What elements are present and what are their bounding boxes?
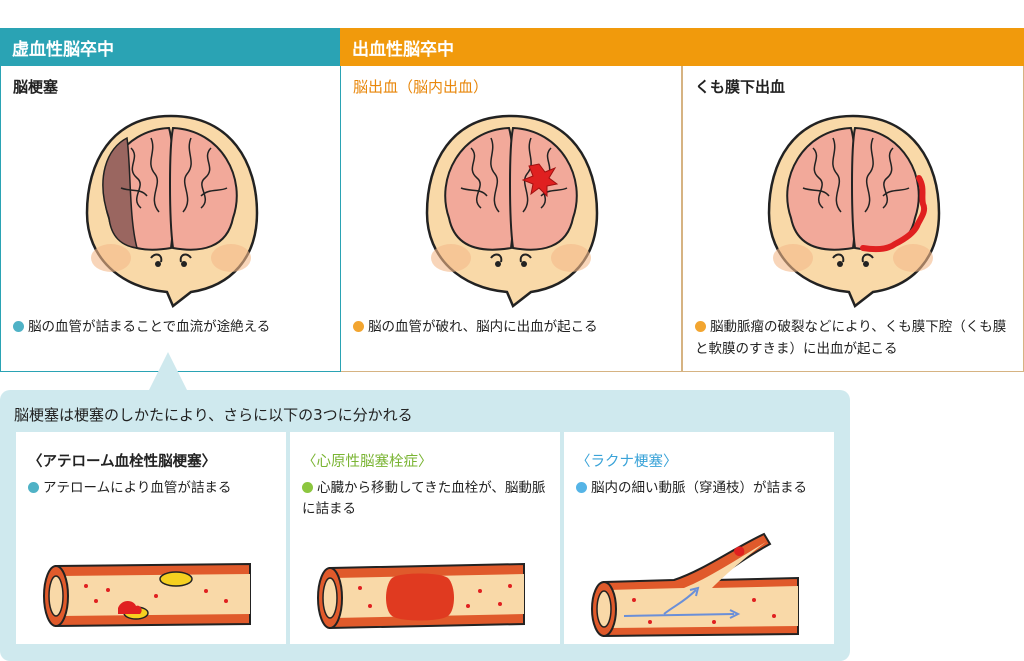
panel-description: 脳の血管が詰まることで血流が途絶える	[13, 316, 330, 338]
vessel-lacunar-illustration	[591, 532, 799, 638]
bullet-dot	[576, 482, 587, 493]
panel-intracerebral-hemorrhage: 脳出血（脳内出血） 脳の血管が破れ、脳内に出血が起こる	[341, 66, 682, 372]
panel-title: くも膜下出血	[695, 78, 786, 96]
hemorrhagic-stroke-header: 出血性脳卒中	[340, 28, 1024, 66]
type-atherothrombotic: 〈アテローム血栓性脳梗塞〉 アテロームにより血管が詰まる	[16, 432, 286, 644]
bullet-dot	[302, 482, 313, 493]
panel-description: 脳動脈瘤の破裂などにより、くも膜下腔（くも膜と軟膜のすきま）に出血が起こる	[695, 319, 1007, 357]
type-description: アテロームにより血管が詰まる	[28, 478, 274, 499]
type-title: 〈心原性脳塞栓症〉	[302, 454, 433, 470]
panel-title: 脳出血（脳内出血）	[353, 78, 489, 96]
vessel-embolus-illustration	[317, 562, 525, 630]
brain-infarction-illustration	[85, 114, 259, 308]
bullet-dot	[13, 321, 24, 332]
type-title: 〈アテローム血栓性脳梗塞〉	[28, 454, 217, 470]
panel-subarachnoid-hemorrhage: くも膜下出血 脳動脈瘤の破裂などにより、くも膜下腔（くも膜と軟膜のすきま）に出血…	[682, 66, 1024, 372]
type-title: 〈ラクナ梗塞〉	[576, 454, 678, 470]
type-lacunar: 〈ラクナ梗塞〉 脳内の細い動脈（穿通枝）が詰まる	[564, 432, 834, 644]
callout-pointer	[148, 352, 188, 392]
type-description: 脳内の細い動脈（穿通枝）が詰まる	[576, 478, 822, 499]
ischemic-stroke-header: 虚血性脳卒中	[0, 28, 340, 66]
brain-subarachnoid-illustration	[767, 114, 941, 308]
brain-hemorrhage-illustration	[425, 114, 599, 308]
type-description: 心臓から移動してきた血栓が、脳動脈に詰まる	[302, 480, 546, 517]
type-cardioembolic: 〈心原性脳塞栓症〉 心臓から移動してきた血栓が、脳動脈に詰まる	[290, 432, 560, 644]
panel-description: 脳の血管が破れ、脳内に出血が起こる	[353, 316, 671, 338]
callout-title: 脳梗塞は梗塞のしかたにより、さらに以下の3つに分かれる	[14, 406, 413, 424]
bullet-dot	[28, 482, 39, 493]
vessel-atheroma-illustration	[43, 562, 251, 628]
bullet-dot	[353, 321, 364, 332]
bullet-dot	[695, 321, 706, 332]
panel-title: 脳梗塞	[13, 78, 59, 96]
panel-cerebral-infarction: 脳梗塞 脳の血管が詰まることで血流が途絶える	[0, 66, 341, 372]
